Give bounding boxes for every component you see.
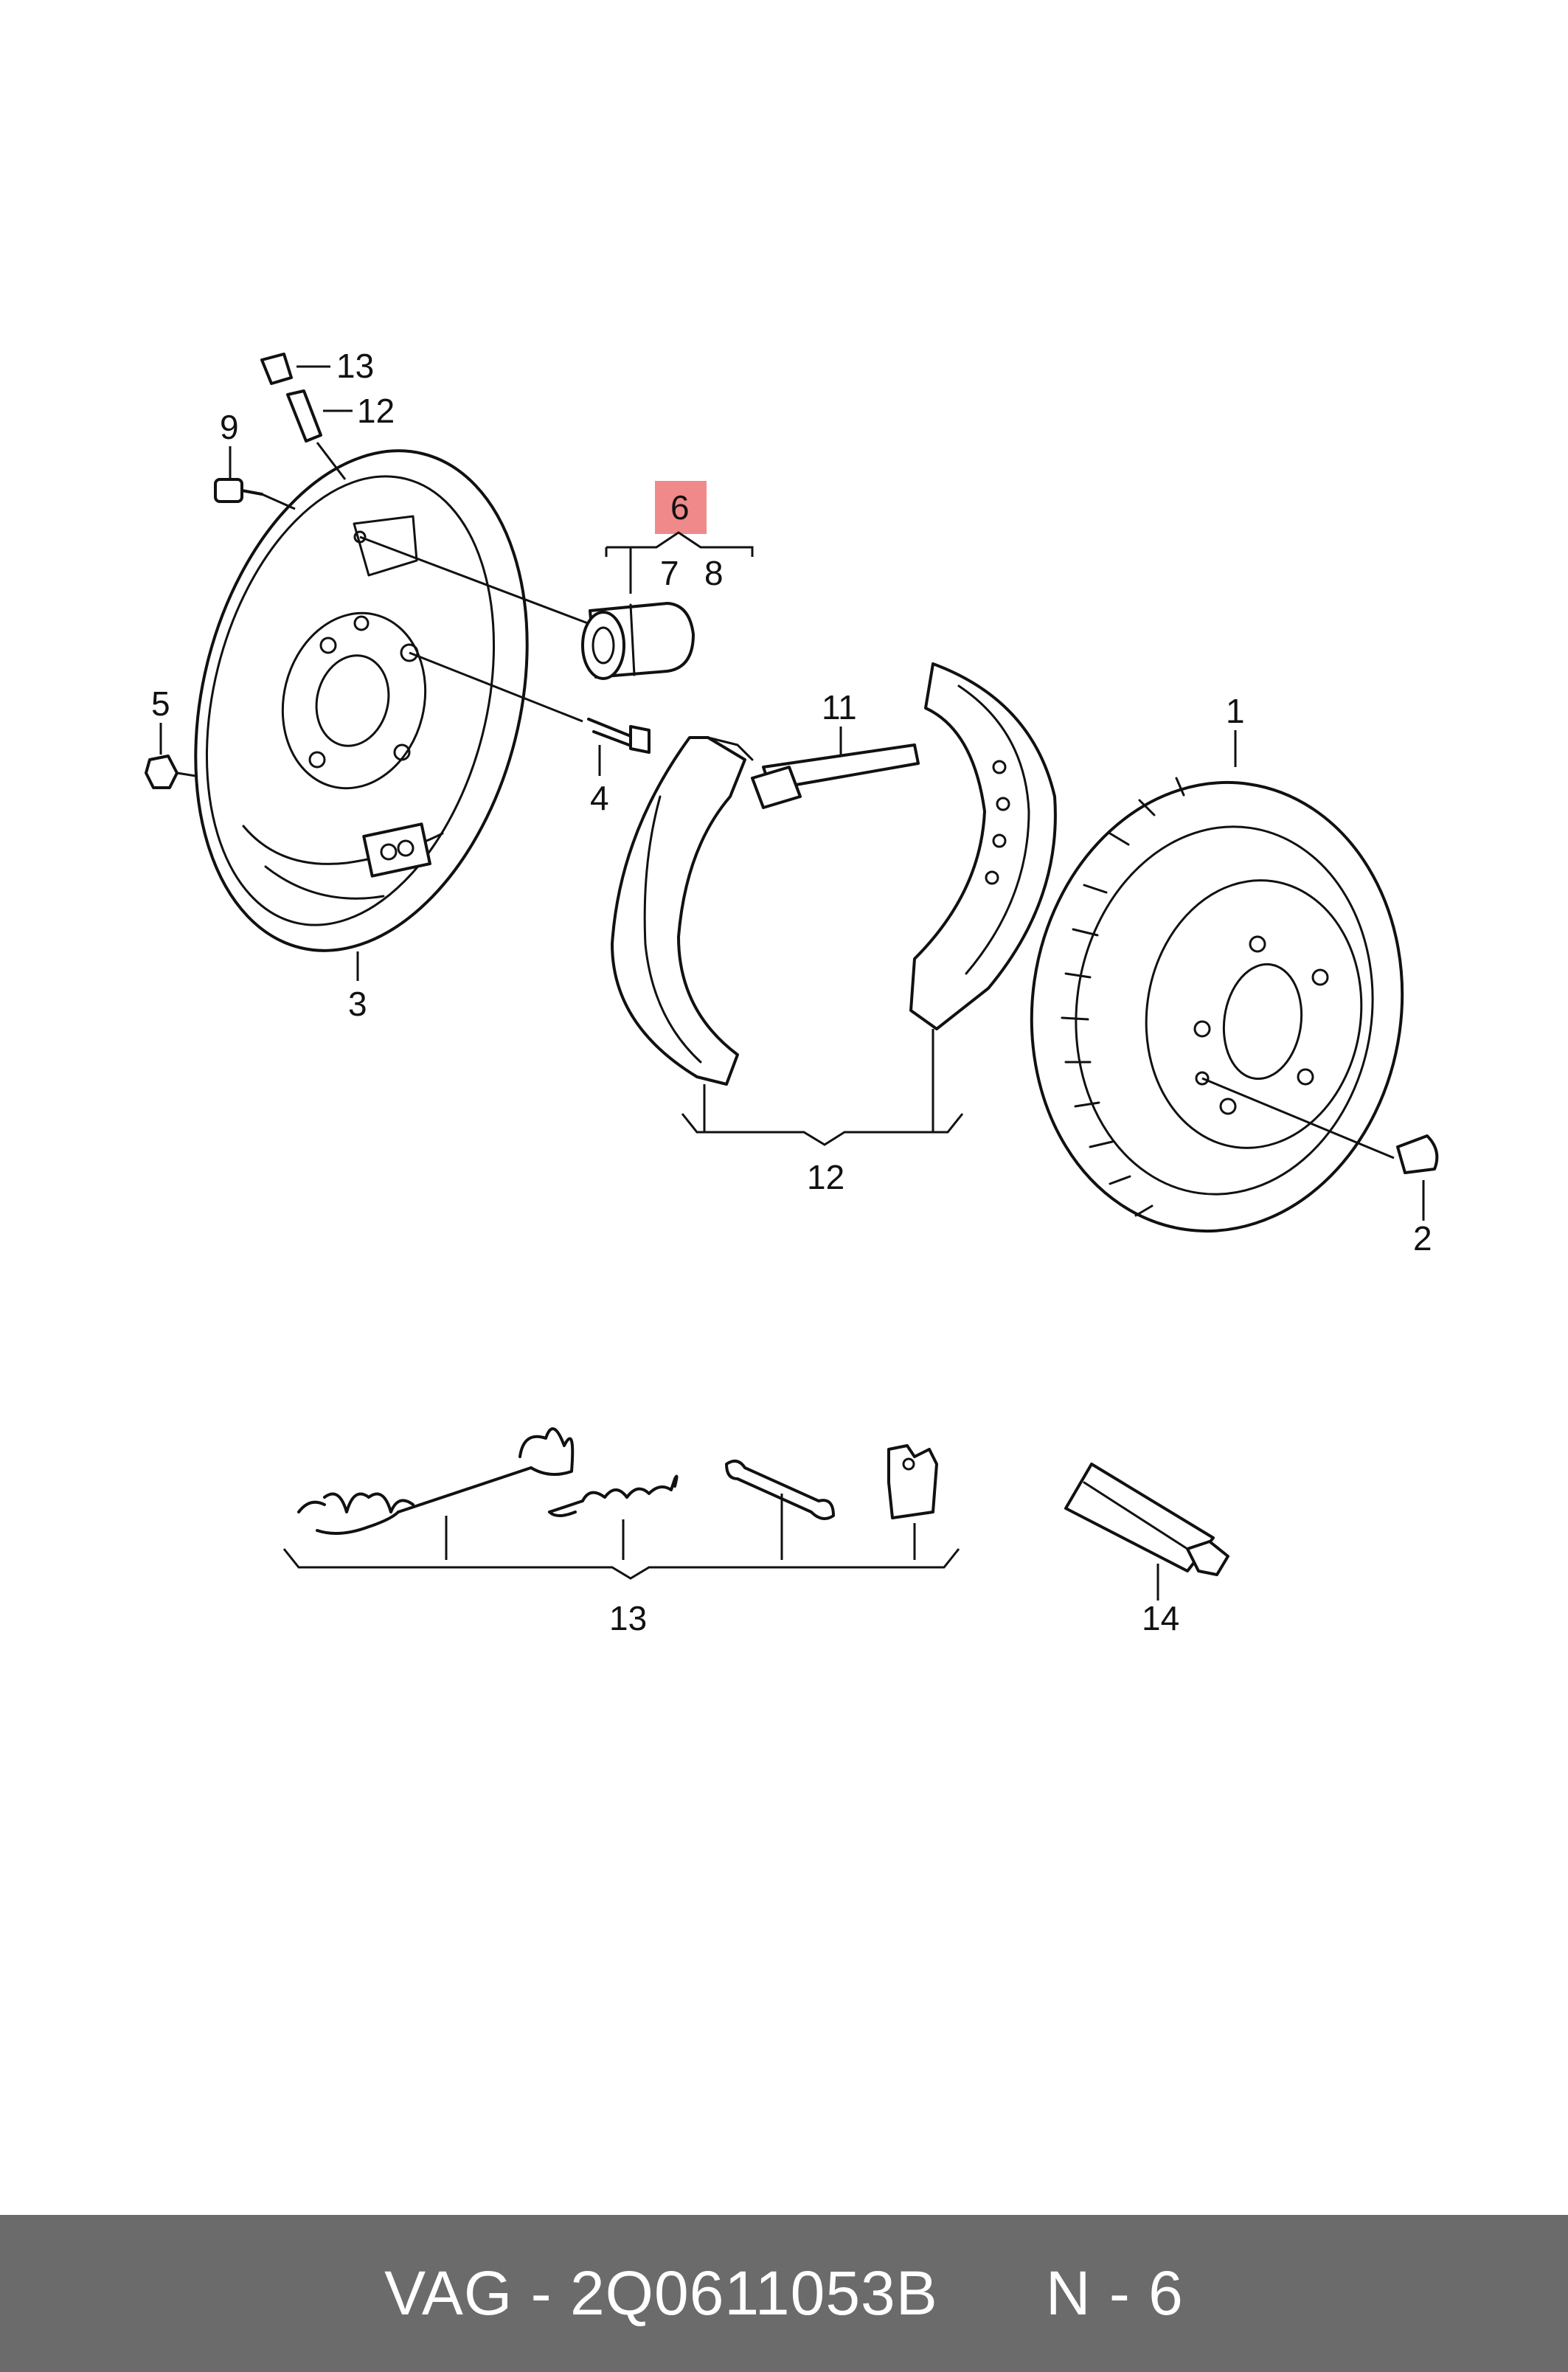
callout-2: 2 bbox=[1413, 1219, 1432, 1258]
callout-4: 4 bbox=[590, 779, 609, 817]
leader-plate-cylinder bbox=[359, 535, 594, 627]
bleeder-parts bbox=[260, 353, 347, 480]
brake-exploded-diagram: 13 12 9 5 3 4 6 7 8 11 12 1 2 13 14 bbox=[145, 347, 1439, 1637]
adjuster-11 bbox=[751, 726, 920, 809]
brand-label: VAG bbox=[384, 2258, 513, 2328]
bracket-13 bbox=[282, 1548, 960, 1580]
bolt-9 bbox=[214, 478, 296, 510]
part-number-footer: VAG - 2Q0611053B N - 6 bbox=[0, 2215, 1568, 2372]
leader-plate-bolt4 bbox=[409, 651, 583, 723]
callout-11: 11 bbox=[822, 688, 857, 726]
callout-12: 12 bbox=[807, 1158, 844, 1196]
strut-pin bbox=[725, 1460, 835, 1520]
callout-6: 6 bbox=[670, 488, 690, 527]
callout-7-mid: 7 bbox=[660, 554, 679, 592]
paste-tube bbox=[1064, 1463, 1229, 1576]
callout-3: 3 bbox=[348, 985, 367, 1023]
backing-plate bbox=[194, 449, 529, 952]
callout-7-top: 12 bbox=[357, 392, 395, 430]
brake-shoe-right bbox=[909, 662, 1057, 1030]
callout-1: 1 bbox=[1226, 692, 1245, 730]
bolt-4 bbox=[587, 718, 651, 754]
callout-6-highlight bbox=[655, 481, 707, 534]
screw-2 bbox=[1201, 1077, 1439, 1174]
footer-text: VAG - 2Q0611053B N - 6 bbox=[384, 2258, 1184, 2329]
callout-8-top: 13 bbox=[336, 347, 374, 385]
spring-long bbox=[297, 1427, 575, 1535]
brake-shoe-left bbox=[611, 736, 754, 1086]
clip-plate bbox=[887, 1444, 938, 1519]
diagram-position: N - 6 bbox=[1045, 2258, 1184, 2328]
part-number: 2Q0611053B bbox=[569, 2258, 938, 2328]
separator: - bbox=[513, 2258, 570, 2328]
callout-13: 13 bbox=[609, 1599, 647, 1637]
bracket-12 bbox=[681, 1113, 964, 1146]
spring-short bbox=[548, 1474, 679, 1517]
bolt-5 bbox=[145, 755, 196, 789]
brake-drum bbox=[1030, 777, 1404, 1233]
bracket-6 bbox=[606, 531, 754, 557]
wheel-cylinder bbox=[581, 602, 695, 680]
callout-8-mid: 8 bbox=[704, 554, 724, 592]
callout-5: 5 bbox=[151, 684, 170, 723]
callout-14: 14 bbox=[1142, 1599, 1179, 1637]
callout-9: 9 bbox=[220, 408, 239, 446]
